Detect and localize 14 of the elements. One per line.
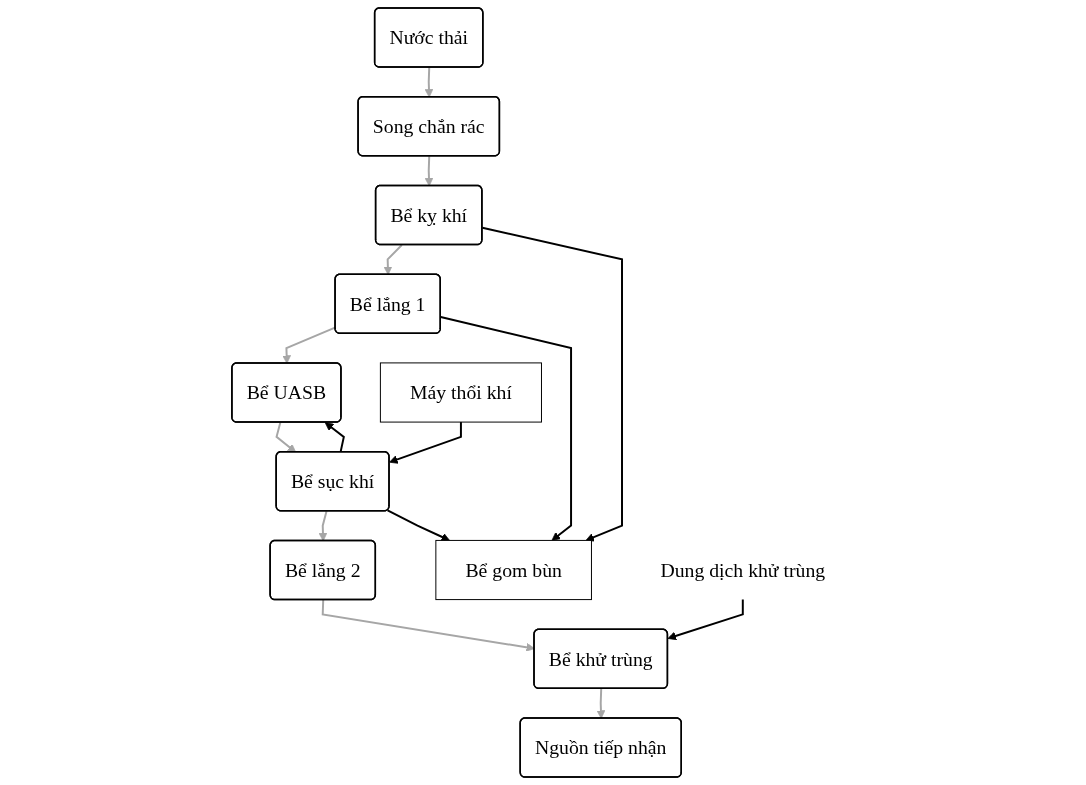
arrow: [424, 66, 433, 98]
arrow: [318, 510, 328, 542]
node-text: Dung dịch khử trùng: [660, 559, 825, 581]
arrow: [275, 421, 296, 453]
arrow: [383, 244, 403, 276]
arrow: [481, 226, 623, 542]
arrow: [424, 155, 433, 187]
arrow: [667, 598, 744, 641]
arrow: [439, 315, 572, 541]
arrow: [596, 687, 605, 719]
arrow: [386, 509, 450, 542]
node-box: Bể gom bùn: [435, 539, 592, 601]
node-box: Máy thổi khí: [379, 362, 542, 423]
arrow: [388, 421, 462, 464]
